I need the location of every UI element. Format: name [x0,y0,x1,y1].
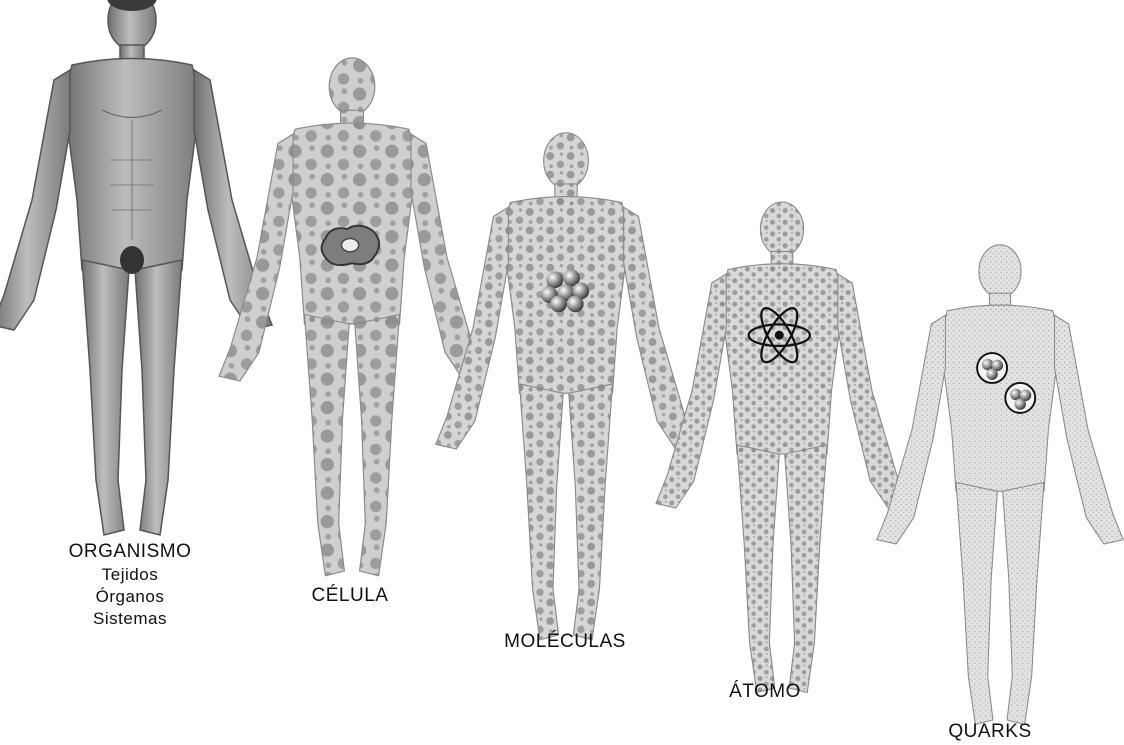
figure-atomo [656,202,908,693]
label-organismo-title: ORGANISMO [25,540,235,564]
figure-celula [219,58,485,576]
figure-organismo [0,0,272,535]
label-organismo: ORGANISMO Tejidos Órganos Sistemas [25,540,235,630]
figure-moleculas [436,133,696,640]
label-organismo-sub-1: Tejidos [25,564,235,586]
label-quarks-title: QUARKS [910,720,1070,744]
cell-icon [322,226,380,265]
label-organismo-sub-2: Órganos [25,586,235,608]
label-atomo: ÁTOMO [690,680,840,704]
label-organismo-sub-3: Sistemas [25,608,235,630]
label-moleculas-title: MOLÉCULAS [470,630,660,654]
label-celula: CÉLULA [265,584,435,608]
label-celula-title: CÉLULA [265,584,435,608]
label-quarks: QUARKS [910,720,1070,744]
figure-quarks [877,245,1123,725]
label-atomo-title: ÁTOMO [690,680,840,704]
label-moleculas: MOLÉCULAS [470,630,660,654]
